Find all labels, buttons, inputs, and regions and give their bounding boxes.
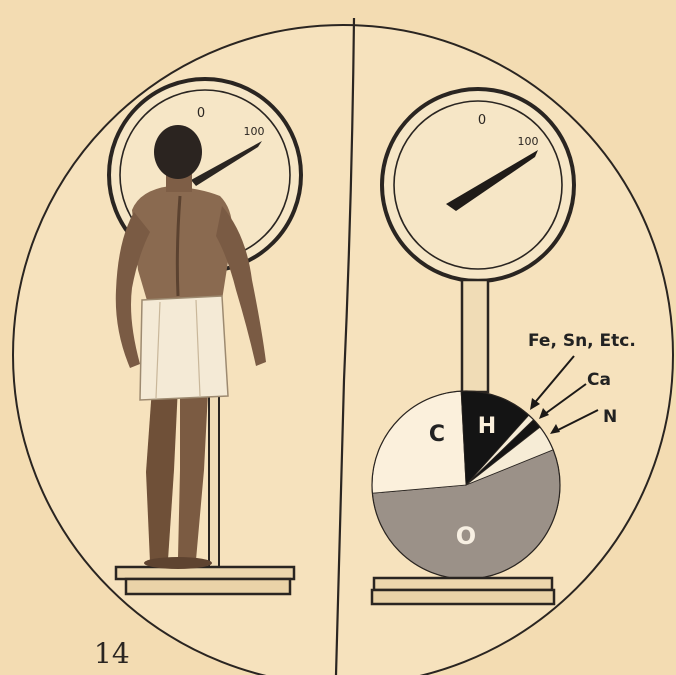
man-head (154, 125, 202, 179)
page-number: 14 (94, 637, 130, 670)
callout-label-ca: Ca (587, 370, 611, 390)
right-scale-column (462, 280, 488, 392)
man-towel (140, 296, 228, 400)
pie-label-carbon: C (429, 422, 445, 447)
man-torso (132, 186, 232, 304)
right-scale-platform-top (374, 578, 552, 590)
man-feet (144, 557, 212, 569)
callout-label-fe-sn-etc: Fe, Sn, Etc. (528, 331, 636, 351)
pie-label-hydrogen: H (478, 414, 496, 439)
left-dial-hundred-label: 100 (244, 125, 265, 138)
right-scale-platform-base (372, 590, 554, 604)
right-dial-hundred-label: 100 (518, 135, 539, 148)
left-scale-platform-top (116, 567, 294, 579)
right-dial-zero-label: 0 (478, 113, 486, 128)
composition-pie: O C H (372, 391, 560, 579)
left-dial-zero-label: 0 (197, 106, 205, 121)
callout-label-n: N (603, 407, 617, 427)
left-scale-platform-base (126, 579, 290, 594)
pie-label-oxygen: O (456, 522, 476, 550)
